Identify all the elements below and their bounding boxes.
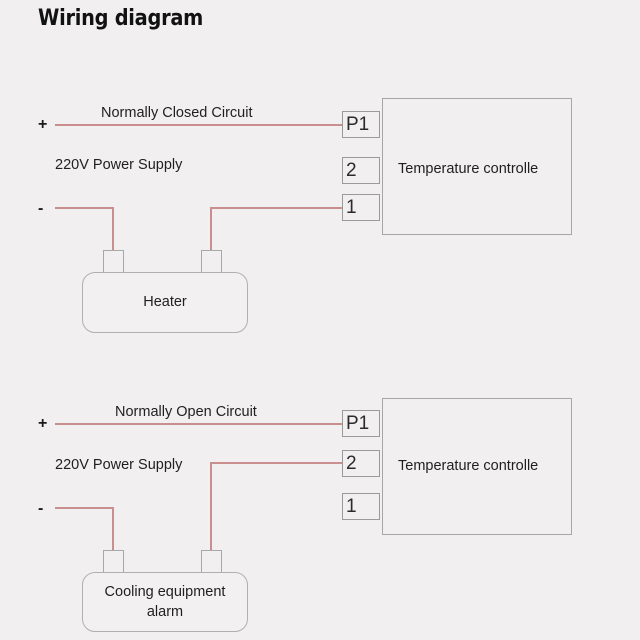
terminal-p1-lower[interactable]: P1 xyxy=(342,410,380,437)
terminal-2-lower[interactable]: 2 xyxy=(342,450,380,477)
terminal-1-lower[interactable]: 1 xyxy=(342,493,380,520)
minus-terminal-upper: - xyxy=(38,200,44,217)
wire-minus-vertical-lower xyxy=(112,507,114,552)
wire-terminal1-horizontal-upper xyxy=(210,207,343,209)
cooling-equipment-label-line2: alarm xyxy=(146,604,184,620)
wire-terminal1-vertical-upper xyxy=(210,207,212,252)
supply-label-upper: 220V Power Supply xyxy=(55,157,183,173)
wire-plus-to-p1-lower xyxy=(55,423,343,425)
circuit-label-normally-closed: Normally Closed Circuit xyxy=(101,105,253,121)
wire-minus-horizontal-upper xyxy=(55,207,114,209)
wire-terminal2-horizontal-lower xyxy=(210,462,343,464)
temperature-controller-label-upper: Temperature controlle xyxy=(398,161,539,177)
wire-minus-vertical-upper xyxy=(112,207,114,252)
plus-terminal-lower: + xyxy=(38,415,48,432)
wire-plus-to-p1-upper xyxy=(55,124,343,126)
plus-terminal-upper: + xyxy=(38,116,48,133)
cooling-post-right xyxy=(201,550,222,574)
temperature-controller-label-lower: Temperature controlle xyxy=(398,458,539,474)
heater-post-left xyxy=(103,250,124,274)
minus-terminal-lower: - xyxy=(38,500,44,517)
circuit-label-normally-open: Normally Open Circuit xyxy=(115,404,257,420)
wire-minus-horizontal-lower xyxy=(55,507,114,509)
temperature-controller-upper[interactable] xyxy=(382,98,572,235)
cooling-equipment-label-line1: Cooling equipment xyxy=(104,583,226,600)
terminal-p1-upper[interactable]: P1 xyxy=(342,111,380,138)
cooling-equipment-device[interactable]: Cooling equipment alarm xyxy=(82,572,248,632)
cooling-post-left xyxy=(103,550,124,574)
heater-post-right xyxy=(201,250,222,274)
wire-terminal2-vertical-lower xyxy=(210,462,212,552)
supply-label-lower: 220V Power Supply xyxy=(55,457,183,473)
page-title: Wiring diagram xyxy=(38,6,204,31)
temperature-controller-lower[interactable] xyxy=(382,398,572,535)
heater-device[interactable]: Heater xyxy=(82,272,248,333)
terminal-1-upper[interactable]: 1 xyxy=(342,194,380,221)
heater-device-label: Heater xyxy=(143,294,187,311)
terminal-2-upper[interactable]: 2 xyxy=(342,157,380,184)
